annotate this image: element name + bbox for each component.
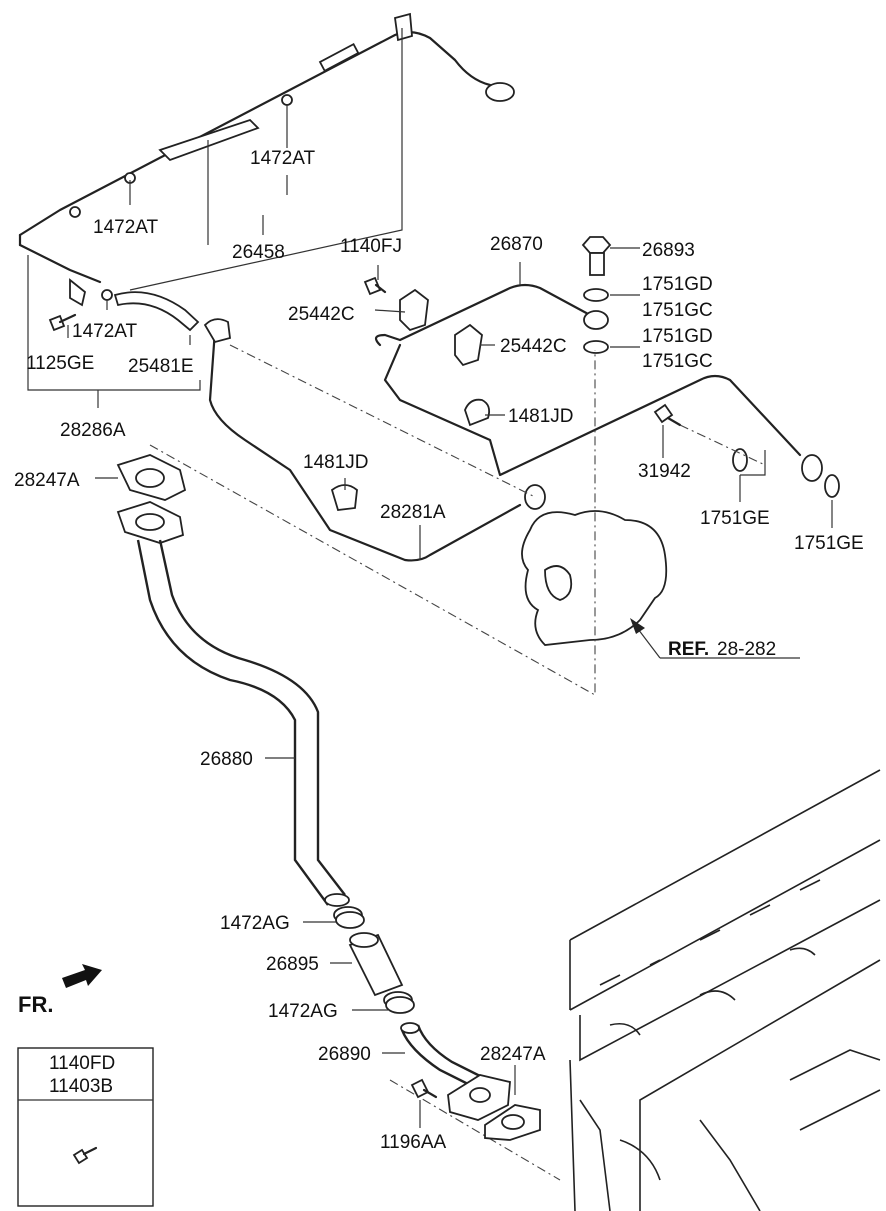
label-28286a: 28286A	[60, 420, 126, 441]
hose-25481e	[113, 291, 200, 332]
label-25481e: 25481E	[128, 356, 194, 377]
engine-block	[569, 769, 881, 1211]
label-1196aa: 1196AA	[380, 1132, 447, 1153]
clamp-1481jd-upper	[464, 398, 491, 427]
gasket-28247a-lower	[484, 1104, 541, 1141]
clamp-1472at-3	[101, 289, 113, 301]
ref-arrow	[630, 618, 800, 659]
washer-1751ge-a	[732, 448, 748, 472]
label-1140fj: 1140FJ	[340, 236, 402, 257]
fastener-legend-box: 1140FD 11403B	[17, 1047, 154, 1207]
leader-lines	[27, 28, 833, 1128]
label-ref-number: 28-282	[717, 639, 776, 660]
label-1472at-top: 1472AT	[250, 148, 316, 169]
label-1751gd-a: 1751GD	[642, 274, 713, 295]
clamp-1472ag-lower	[383, 991, 415, 1014]
drain-pipe-26880	[136, 539, 350, 907]
hose-26895	[348, 932, 404, 997]
label-ref: REF.	[668, 639, 709, 660]
label-26890: 26890	[318, 1044, 371, 1065]
clamp-1481jd-lower	[330, 484, 358, 511]
centerline-c	[679, 424, 766, 466]
clamp-1472at-2	[281, 94, 293, 106]
banjo-fitting-right	[801, 454, 823, 482]
label-26458: 26458	[232, 242, 285, 263]
label-26870: 26870	[490, 234, 543, 255]
line-bracket	[394, 12, 413, 42]
label-26893: 26893	[642, 240, 695, 261]
label-1751ge-b: 1751GE	[794, 533, 864, 554]
flange-26880-top	[116, 501, 185, 544]
legend-line-2: 11403B	[49, 1076, 113, 1097]
centerline-b	[149, 350, 596, 696]
turbocharger-reference	[521, 510, 668, 646]
front-direction-indicator: FR.	[18, 964, 102, 1017]
washer-1751ge-b	[824, 474, 840, 498]
label-1751gd-b: 1751GD	[642, 326, 713, 347]
label-28281a: 28281A	[380, 502, 446, 523]
gasket-28247a-top	[116, 454, 187, 501]
label-25442c-b: 25442C	[500, 336, 567, 357]
legend-bolt-icon	[72, 1146, 98, 1165]
label-28247a-top: 28247A	[14, 470, 80, 491]
label-1125ge: 1125GE	[26, 353, 94, 374]
banjo-fitting-26870	[583, 310, 609, 330]
bolt-26893	[581, 236, 612, 276]
label-31942: 31942	[638, 461, 691, 482]
end-fitting-28281a	[524, 484, 546, 510]
label-1751gc-a: 1751GC	[642, 300, 713, 321]
clip-25442c-upper	[399, 288, 429, 332]
bolt-31942	[653, 403, 682, 427]
label-fr: FR.	[18, 992, 53, 1017]
pipe-26890	[400, 1022, 511, 1121]
label-26895: 26895	[266, 954, 319, 975]
bolt-1196aa	[410, 1078, 438, 1099]
oil-return-line-26870	[374, 283, 823, 482]
legend-line-1: 1140FD	[49, 1053, 115, 1074]
label-28247a-low: 28247A	[480, 1044, 546, 1065]
banjo-fitting-top	[485, 82, 515, 102]
front-arrow-icon	[62, 964, 102, 988]
label-1481jd-b: 1481JD	[303, 452, 369, 473]
label-1472at-low: 1472AT	[72, 321, 138, 342]
label-1751gc-b: 1751GC	[642, 351, 713, 372]
callout-labels: 1472AT 1472AT 26458 1472AT 1125GE 25481E…	[14, 148, 864, 1153]
centerline-a	[229, 344, 536, 498]
hose-segment	[158, 118, 260, 162]
washer-1751gd-1751gc-a	[583, 288, 609, 302]
clamp-1472ag-upper	[333, 906, 365, 929]
oil-feed-line-28286a	[18, 12, 515, 332]
clip-25442c-lower	[454, 323, 483, 367]
label-25442c-a: 25442C	[288, 304, 355, 325]
label-1472ag-a: 1472AG	[220, 913, 290, 934]
label-1472ag-b: 1472AG	[268, 1001, 338, 1022]
label-1751ge-a: 1751GE	[700, 508, 770, 529]
label-1472at-mid: 1472AT	[93, 217, 159, 238]
label-26880: 26880	[200, 749, 253, 770]
oil-line-28281a	[203, 318, 546, 562]
banjo-fitting-28281a	[203, 318, 231, 344]
washer-1751gd-1751gc-b	[583, 340, 609, 354]
bolt-1140fj	[363, 276, 387, 296]
bolt-1125ge	[48, 313, 77, 332]
label-1481jd-a: 1481JD	[508, 406, 574, 427]
